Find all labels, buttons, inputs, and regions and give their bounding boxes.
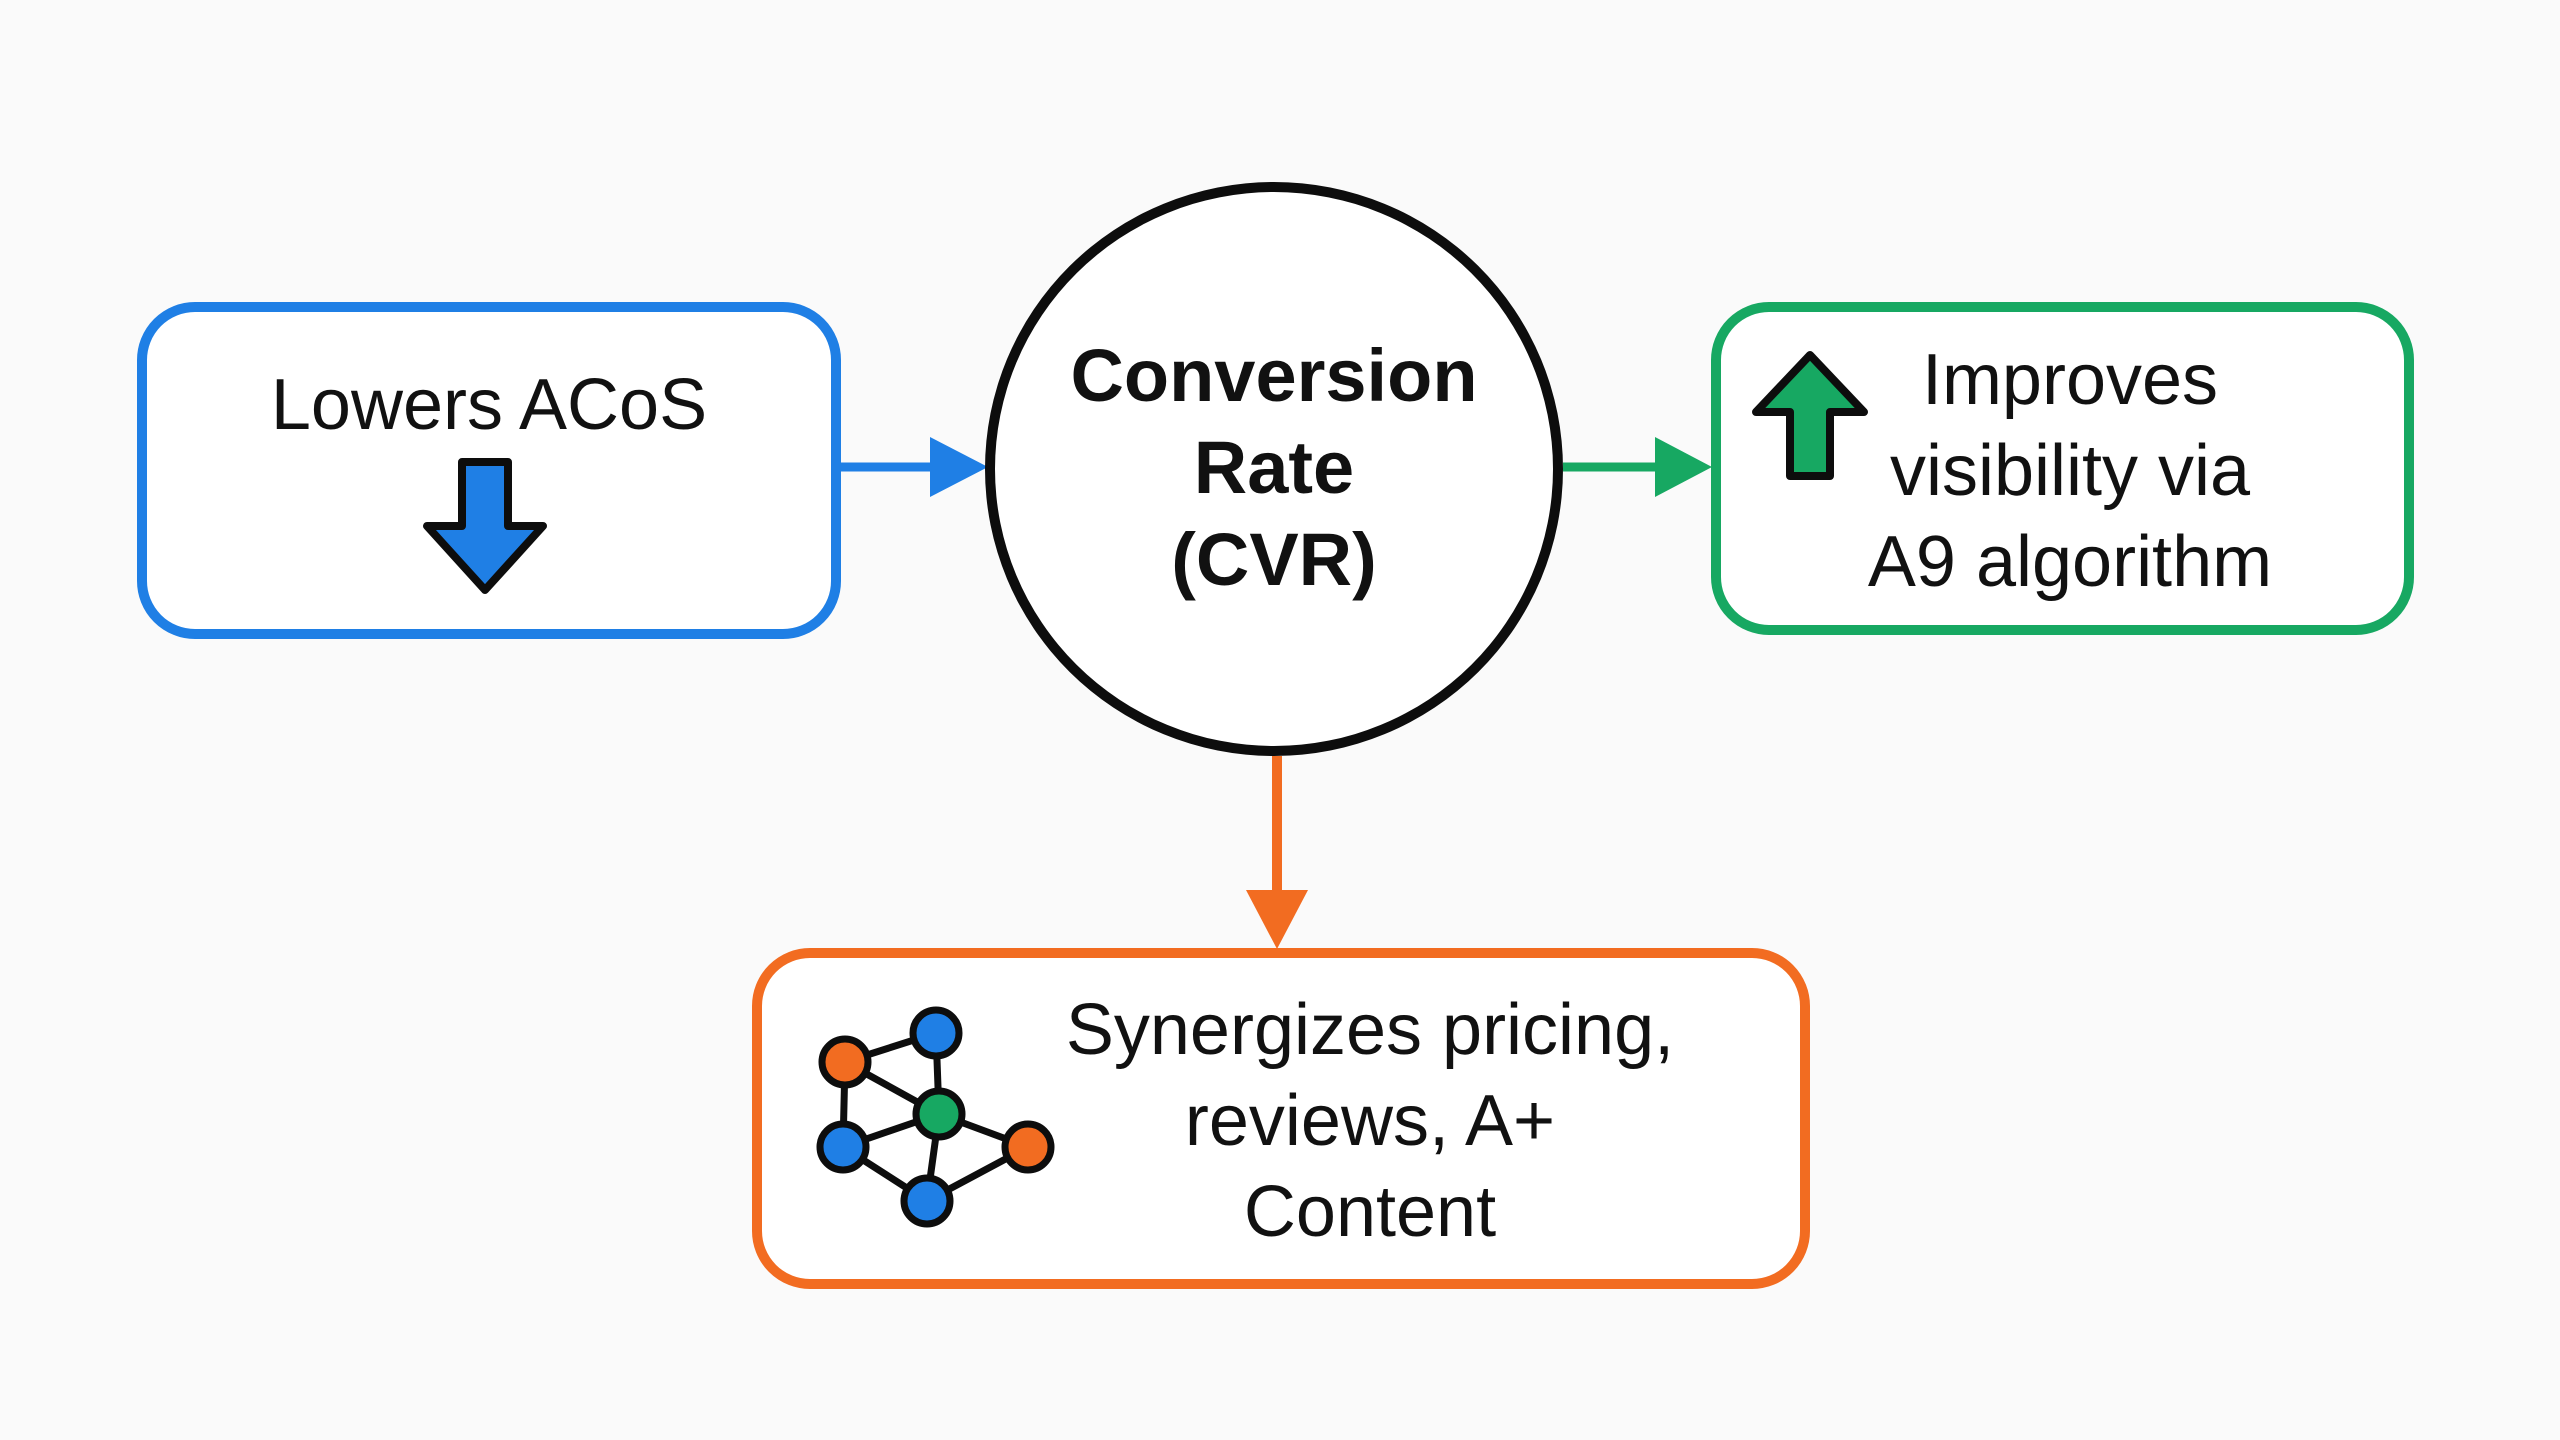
improves-visibility-label: Improves visibility via A9 algorithm: [1820, 335, 2320, 608]
bottom-line-1: Synergizes pricing,: [1065, 990, 1675, 1070]
network-icon: [816, 1006, 1055, 1228]
synergizes-label: Synergizes pricing, reviews, A+ Content: [1000, 985, 1740, 1258]
arrow-center-to-bottom: [1246, 756, 1308, 949]
bottom-line-3: Content: [1243, 1172, 1497, 1252]
center-line-3: (CVR): [1171, 518, 1377, 601]
arrow-center-to-right: [1563, 437, 1712, 497]
center-line-1: Conversion: [1070, 334, 1478, 417]
up-arrow-icon: [1752, 351, 1868, 480]
arrow-left-to-center: [841, 437, 988, 497]
right-line-2: visibility via: [1889, 431, 2251, 511]
bottom-line-2: reviews, A+: [1184, 1081, 1556, 1161]
conversion-rate-circle: [985, 182, 1563, 756]
down-arrow-icon: [423, 458, 547, 594]
right-line-1: Improves: [1921, 340, 2219, 420]
right-line-3: A9 algorithm: [1867, 522, 2273, 602]
center-line-2: Rate: [1193, 426, 1355, 509]
conversion-rate-label: Conversion Rate (CVR): [985, 330, 1563, 606]
lowers-acos-label: Lowers ACoS: [270, 365, 708, 445]
